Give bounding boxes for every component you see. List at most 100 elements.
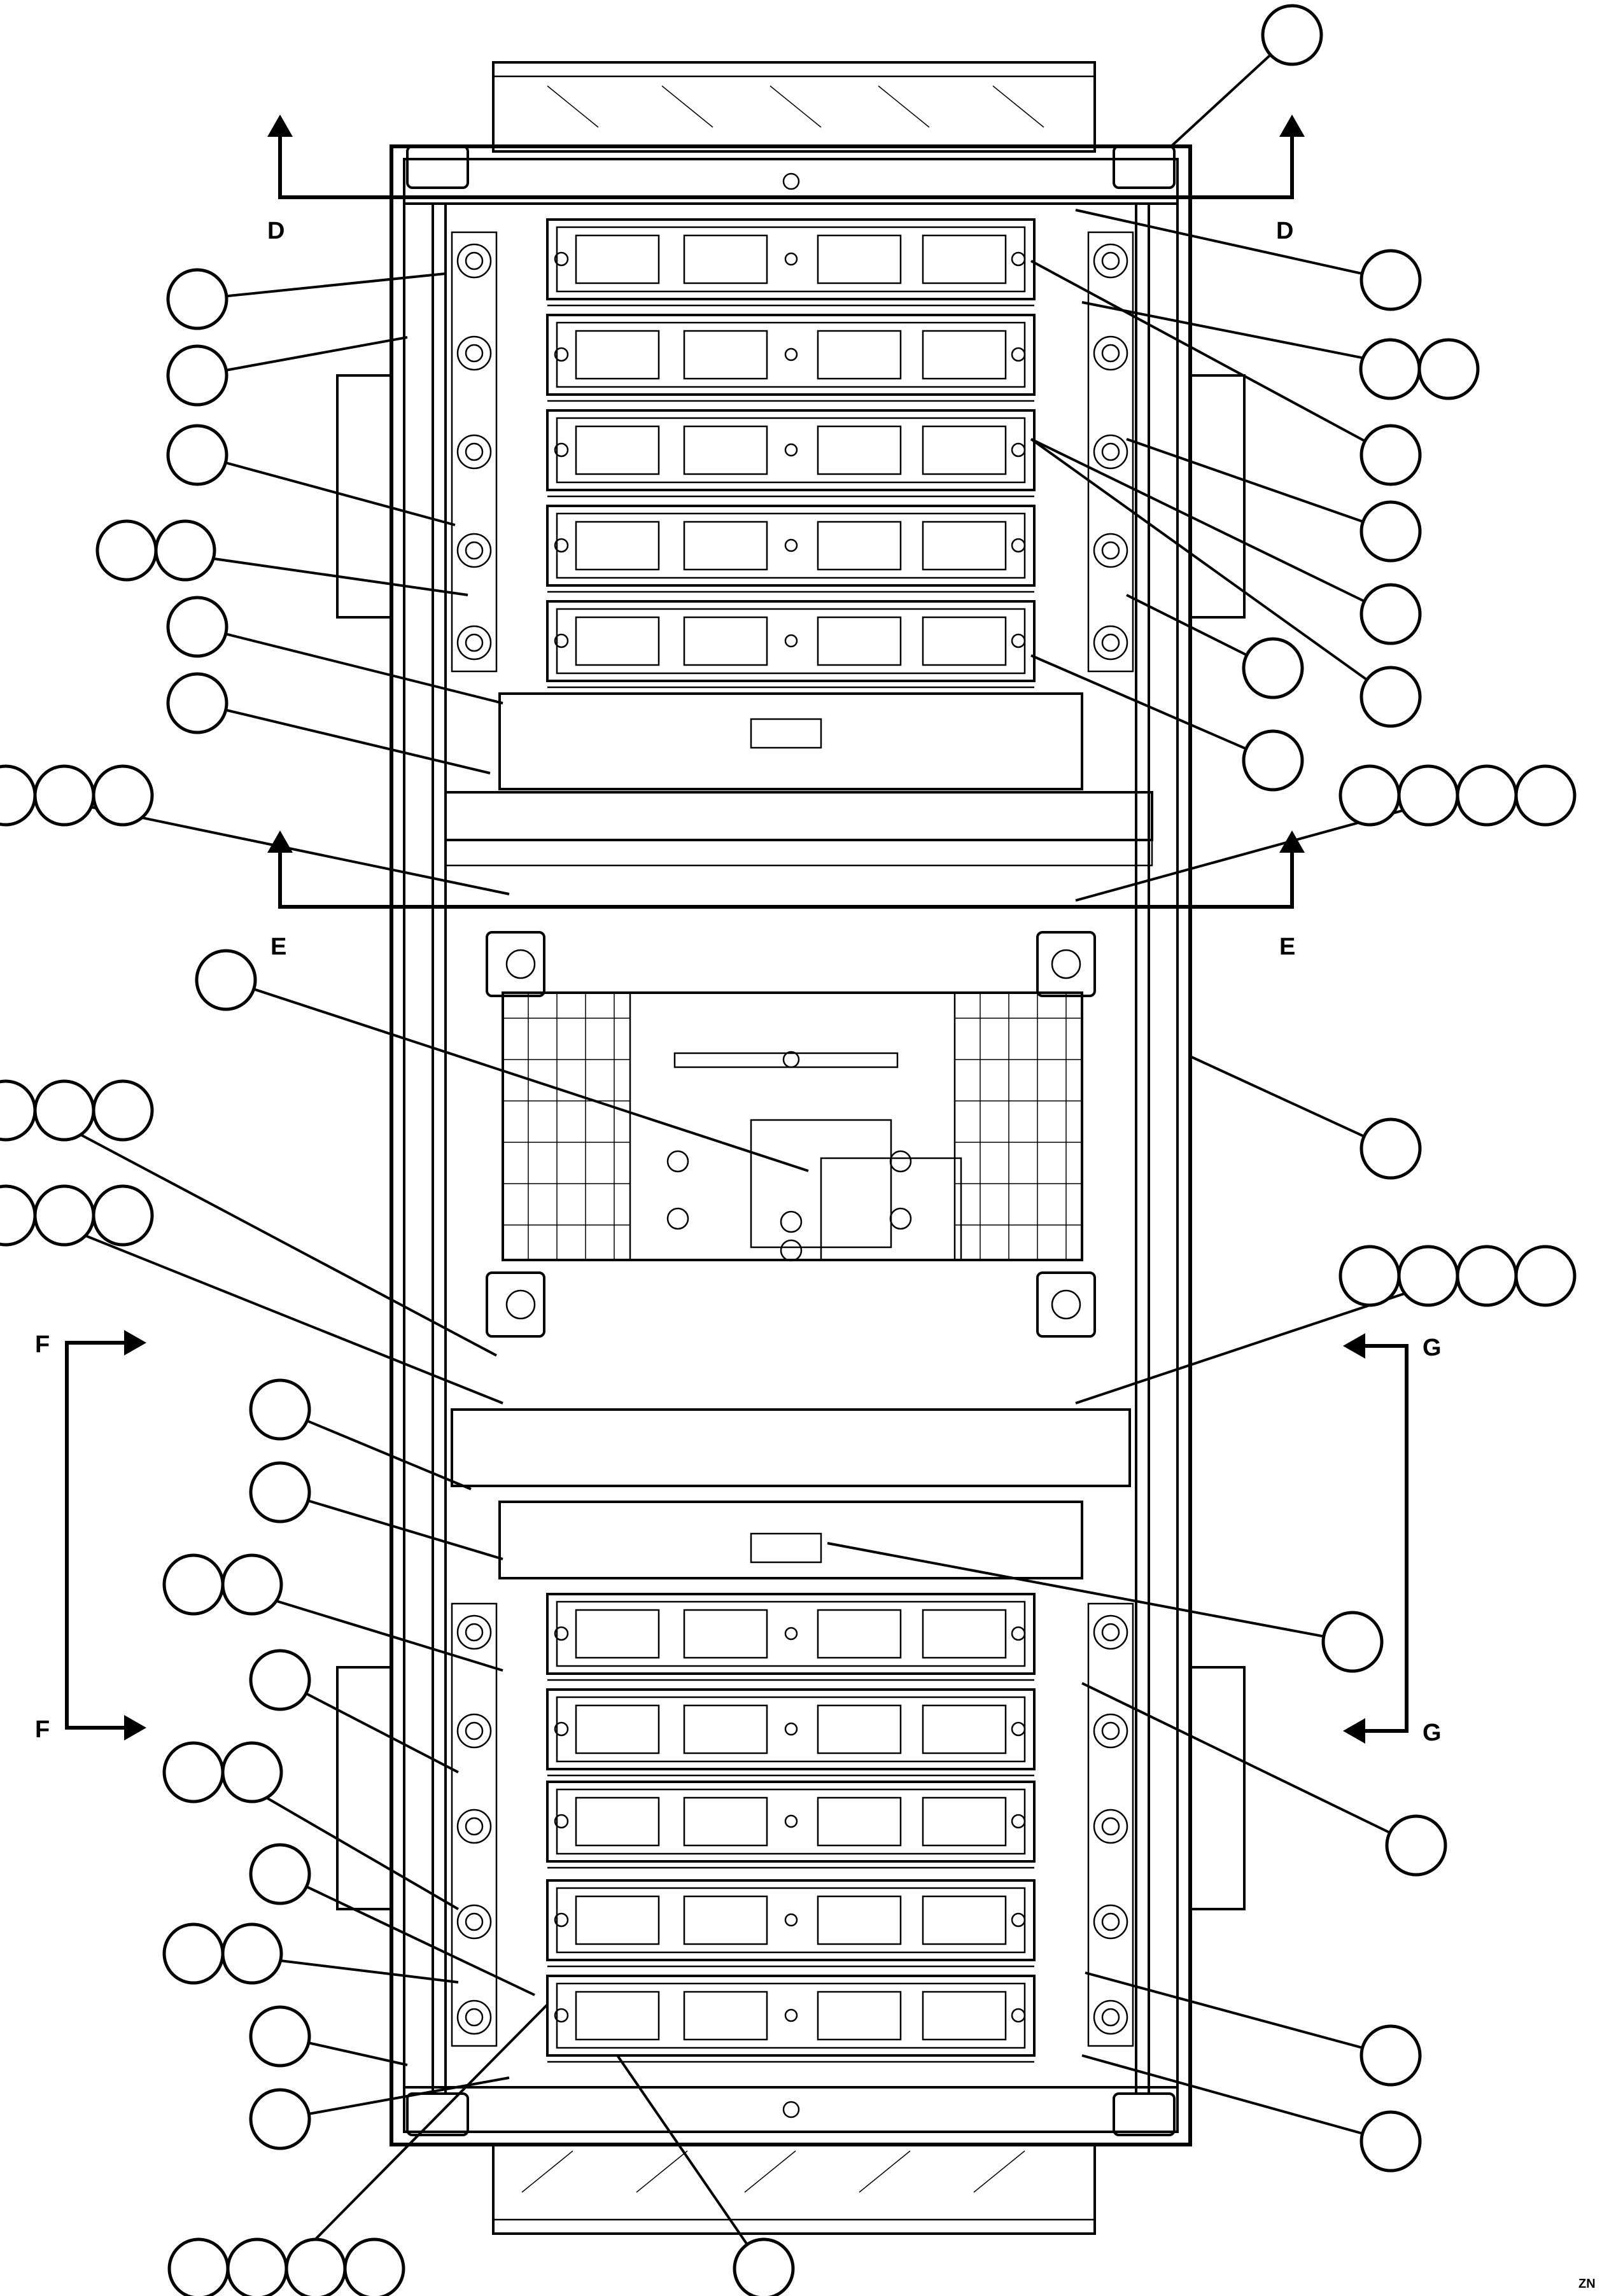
hex-bolt-core <box>1101 1721 1120 1740</box>
callout-balloon <box>1338 1245 1401 1307</box>
callout-balloon <box>249 2088 311 2150</box>
module-bolt <box>1011 538 1026 553</box>
callout-balloon <box>1385 1814 1447 1877</box>
callout-balloon <box>221 1553 283 1616</box>
callout <box>1126 594 1304 699</box>
module-row <box>546 1975 1036 2063</box>
module-window <box>922 330 1007 380</box>
hex-bolt-core <box>465 1912 484 1931</box>
leader-line <box>197 272 446 300</box>
module-inner <box>556 1696 1026 1763</box>
callout-balloon <box>0 764 37 827</box>
section-arrows <box>65 115 1409 1744</box>
module-frame <box>546 1688 1036 1770</box>
hex-bolt-core <box>465 1817 484 1836</box>
leader-line <box>197 336 408 377</box>
hex-bolt <box>456 1614 492 1650</box>
module-window <box>922 1609 1007 1659</box>
hex-bolt <box>1093 1713 1128 1749</box>
hex-bolt <box>1093 1999 1128 2035</box>
hex-bolt-core <box>1101 251 1120 270</box>
module-window <box>575 1704 660 1754</box>
module-window <box>817 521 902 571</box>
leader-line <box>34 1109 497 1357</box>
module-window <box>922 1704 1007 1754</box>
leader-line <box>1030 260 1391 456</box>
module-inner <box>556 417 1026 484</box>
hex-bolt-core <box>1101 442 1120 461</box>
module-frame <box>546 218 1036 300</box>
hex-bolt-core <box>1101 344 1120 363</box>
callout-balloon <box>249 1378 311 1441</box>
callout <box>0 1184 503 1404</box>
leader-line <box>1081 2054 1391 2143</box>
section-label-e-left: E <box>270 934 286 960</box>
callout-balloon <box>166 424 228 486</box>
module-window <box>683 1895 768 1945</box>
callout-balloon <box>1338 764 1401 827</box>
leader-line <box>1030 654 1274 762</box>
callout <box>1030 654 1304 792</box>
module-bolt <box>554 347 569 362</box>
module-row <box>546 409 1036 498</box>
module-window <box>683 425 768 475</box>
module-bolt <box>554 251 569 267</box>
module-window <box>817 1704 902 1754</box>
leader-line <box>616 2054 765 2270</box>
outer-frame <box>336 61 1246 2235</box>
module-row <box>546 600 1036 689</box>
callout-balloon <box>1261 4 1323 66</box>
callout-balloon <box>221 1741 283 1803</box>
hex-bolt <box>456 533 492 568</box>
callout-balloon <box>1360 249 1422 311</box>
module-inner <box>556 1887 1026 1954</box>
module-bolt <box>1011 633 1026 648</box>
cage-fastener <box>780 1210 803 1233</box>
module-window <box>922 616 1007 666</box>
module-window <box>683 1991 768 2041</box>
module-bolt <box>1011 1912 1026 1928</box>
callout <box>0 1079 497 1357</box>
callout-balloon <box>249 1461 311 1523</box>
module-frame <box>546 1879 1036 1961</box>
callout <box>249 1461 503 1560</box>
module-window <box>922 425 1007 475</box>
module-bolt <box>554 1912 569 1928</box>
section-label-g-bottom: G <box>1423 1719 1442 1746</box>
module-window <box>683 1796 768 1847</box>
leader-line <box>1075 1275 1458 1404</box>
hex-bolt <box>1093 1904 1128 1940</box>
module-bolt <box>554 2008 569 2023</box>
callout <box>162 1741 460 1910</box>
callout-balloon <box>1360 500 1422 563</box>
callout-balloon <box>1360 1117 1422 1180</box>
module-frame <box>546 505 1036 587</box>
leader-line <box>1030 438 1391 615</box>
module-window <box>683 521 768 571</box>
callout-balloon <box>1242 637 1304 699</box>
module-center-hole <box>784 1722 798 1736</box>
hex-bolt <box>1093 625 1128 661</box>
leader-line <box>197 702 491 774</box>
module-bolt <box>554 633 569 648</box>
module-bolt <box>554 442 569 458</box>
leader-line <box>1190 1055 1391 1150</box>
callout-balloon <box>154 519 216 582</box>
module-window <box>683 1704 768 1754</box>
callout-balloon <box>1417 338 1480 400</box>
callout-balloon <box>33 764 95 827</box>
callout <box>1075 209 1422 311</box>
cage-fastener <box>666 1207 689 1230</box>
callout-balloon <box>167 2237 230 2296</box>
module-frame <box>546 1781 1036 1863</box>
callout-balloon <box>1360 583 1422 645</box>
module-inner <box>556 1600 1026 1667</box>
callout <box>249 1378 472 1490</box>
hex-bolt-core <box>1101 1817 1120 1836</box>
module-center-hole <box>784 347 798 361</box>
module-window <box>922 1991 1007 2041</box>
section-label-g-top: G <box>1423 1334 1442 1361</box>
module-bolt <box>1011 442 1026 458</box>
cage-fastener <box>780 1239 803 1262</box>
callout <box>249 1843 535 1996</box>
